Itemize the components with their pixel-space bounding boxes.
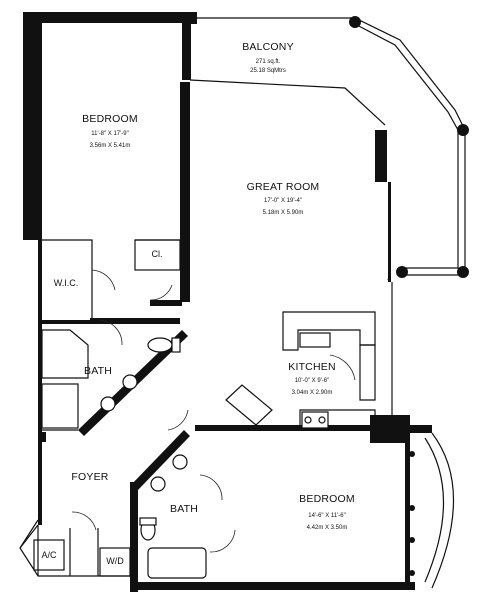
great-room-dim-metric: 5.18m X 5.90m	[263, 210, 304, 216]
wic-name: W.I.C.	[54, 278, 79, 288]
room-labels: BALCONY 271 sq.ft. 25.18 SqMtrs BEDROOM …	[41, 41, 354, 566]
fixtures	[41, 329, 331, 579]
bedroom-top-dim-imperial: 11'-8" X 17'-9"	[91, 131, 128, 137]
balcony-name: BALCONY	[242, 41, 294, 53]
bedroom-bottom-dim-metric: 4.42m X 3.50m	[307, 525, 348, 531]
ac-name: A/C	[41, 550, 57, 560]
wd-name: W/D	[106, 556, 124, 566]
bath-left-name: BATH	[84, 365, 112, 377]
outlines	[19, 17, 466, 589]
balcony-area-imperial: 271 sq.ft.	[256, 59, 281, 65]
kitchen-dim-imperial: 10'-0" X 9'-6"	[295, 378, 330, 384]
foyer-name: FOYER	[71, 471, 108, 483]
bath-right-name: BATH	[170, 503, 198, 515]
bedroom-bottom-name: BEDROOM	[299, 493, 355, 505]
balcony-area-metric: 25.18 SqMtrs	[250, 68, 286, 74]
doors	[71, 269, 356, 553]
balcony-posts	[185, 12, 469, 576]
kitchen-name: KITCHEN	[288, 361, 336, 373]
great-room-name: GREAT ROOM	[247, 181, 320, 193]
closet-name: Cl.	[152, 249, 163, 259]
kitchen-dim-metric: 3.04m X 2.90m	[292, 390, 333, 396]
bedroom-top-name: BEDROOM	[82, 113, 138, 125]
walls	[23, 12, 432, 592]
bedroom-bottom-dim-imperial: 14'-6" X 11'-6"	[308, 513, 345, 519]
great-room-dim-imperial: 17'-0" X 19'-4"	[264, 198, 302, 204]
bedroom-top-dim-metric: 3.56m X 5.41m	[90, 143, 131, 149]
